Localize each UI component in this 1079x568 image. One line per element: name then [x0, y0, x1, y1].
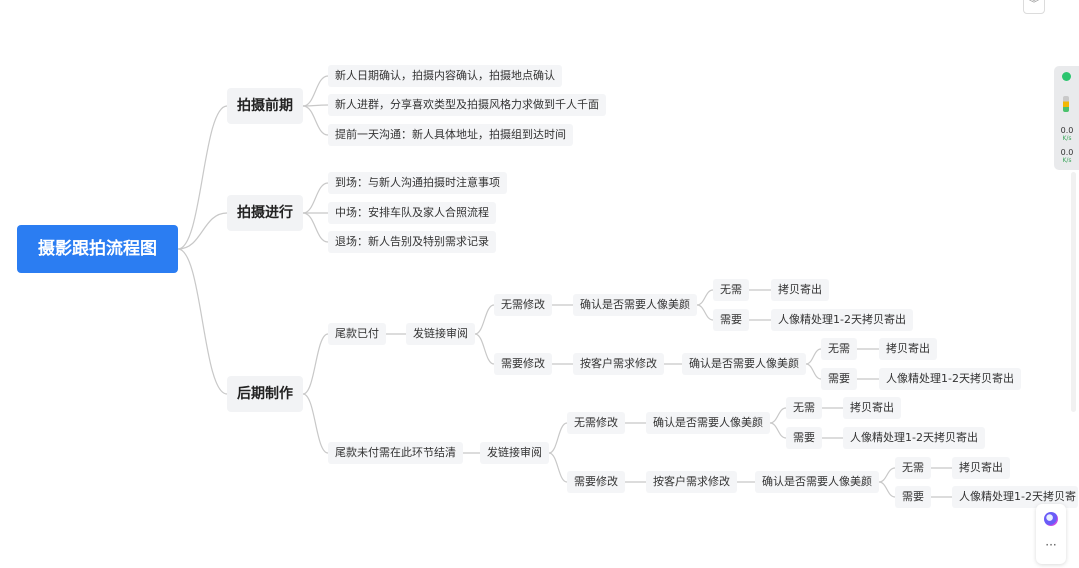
connector-line [878, 481, 896, 498]
shooting-item[interactable]: 退场：新人告别及特别需求记录 [328, 231, 496, 253]
connector-line [302, 182, 329, 214]
connector-line [302, 105, 329, 136]
unpaid-no-mod-confirm-node[interactable]: 确认是否需要人像美颜 [646, 412, 770, 434]
connector-line [805, 363, 822, 380]
unpaid-mod-yes-result[interactable]: 人像精处理1-2天拷贝寄 [952, 486, 1078, 508]
paid-mod-action-node[interactable]: 按客户需求修改 [573, 353, 664, 375]
paid-mod-confirm-node[interactable]: 确认是否需要人像美颜 [682, 353, 806, 375]
double-chevron-down-icon: ︾ [1029, 0, 1039, 10]
unpaid-mod-confirm-node[interactable]: 确认是否需要人像美颜 [755, 471, 879, 493]
pre-shoot-item[interactable]: 新人日期确认，拍摄内容确认，拍摄地点确认 [328, 65, 562, 87]
paid-mod-no-node[interactable]: 无需 [821, 338, 857, 360]
pre-shoot-item[interactable]: 提前一天沟通：新人具体地址，拍摄组到达时间 [328, 124, 573, 146]
shooting-item[interactable]: 到场：与新人沟通拍摄时注意事项 [328, 172, 507, 194]
connector-line [302, 393, 329, 454]
connector-line [696, 304, 714, 321]
floating-toolbar[interactable]: ··· [1036, 504, 1066, 564]
connector-line [805, 348, 822, 365]
unpaid-mod-no-result[interactable]: 拷贝寄出 [952, 457, 1010, 479]
connector-line [474, 333, 495, 365]
connector-line [177, 105, 228, 250]
shooting-item[interactable]: 中场：安排车队及家人合照流程 [328, 202, 496, 224]
connector-line [302, 75, 329, 107]
unpaid-mod-yes-node[interactable]: 需要 [895, 486, 931, 508]
unpaid-no-mod-no-node[interactable]: 无需 [786, 397, 822, 419]
paid-no-mod-no-result[interactable]: 拷贝寄出 [771, 279, 829, 301]
status-dot-icon [1062, 72, 1071, 81]
paid-no-mod-no-node[interactable]: 无需 [713, 279, 749, 301]
unpaid-mod-node[interactable]: 需要修改 [567, 471, 625, 493]
connector-line [474, 304, 495, 335]
connector-line [302, 212, 329, 243]
collapse-toggle-button[interactable]: ︾ [1023, 0, 1045, 14]
connector-line [696, 289, 714, 306]
branch-post-production[interactable]: 后期制作 [227, 376, 303, 412]
paid-no-mod-yes-result[interactable]: 人像精处理1-2天拷贝寄出 [771, 309, 913, 331]
connector-line [548, 452, 568, 483]
unpaid-no-mod-yes-node[interactable]: 需要 [786, 427, 822, 449]
connector-line [878, 467, 896, 483]
unpaid-no-mod-no-result[interactable]: 拷贝寄出 [843, 397, 901, 419]
connector-line [177, 248, 228, 395]
unpaid-mod-no-node[interactable]: 无需 [895, 457, 931, 479]
usage-bar-icon [1063, 96, 1069, 112]
paid-review-node[interactable]: 发链接审阅 [406, 323, 475, 345]
more-options-button[interactable]: ··· [1045, 538, 1057, 552]
unpaid-no-mod-yes-result[interactable]: 人像精处理1-2天拷贝寄出 [843, 427, 985, 449]
connector-line [548, 422, 568, 454]
paid-mod-node[interactable]: 需要修改 [494, 353, 552, 375]
connector-line [177, 212, 228, 250]
branch-pre-shoot[interactable]: 拍摄前期 [227, 88, 303, 124]
connector-line [769, 407, 787, 424]
connector-line [302, 333, 329, 395]
pre-shoot-item[interactable]: 新人进群，分享喜欢类型及拍摄风格力求做到千人千面 [328, 94, 606, 116]
unpaid-node[interactable]: 尾款未付需在此环节结清 [328, 442, 463, 464]
paid-mod-no-result[interactable]: 拷贝寄出 [879, 338, 937, 360]
unpaid-review-node[interactable]: 发链接审阅 [480, 442, 549, 464]
paid-no-mod-yes-node[interactable]: 需要 [713, 309, 749, 331]
vertical-scrollbar[interactable] [1071, 172, 1076, 412]
root-node[interactable]: 摄影跟拍流程图 [17, 225, 178, 273]
paid-no-mod-node[interactable]: 无需修改 [494, 294, 552, 316]
unpaid-mod-action-node[interactable]: 按客户需求修改 [646, 471, 737, 493]
branch-shooting[interactable]: 拍摄进行 [227, 195, 303, 231]
paid-node[interactable]: 尾款已付 [328, 323, 386, 345]
paid-no-mod-confirm-node[interactable]: 确认是否需要人像美颜 [573, 294, 697, 316]
ai-assistant-icon[interactable] [1044, 512, 1058, 526]
paid-mod-yes-node[interactable]: 需要 [821, 368, 857, 390]
unpaid-no-mod-node[interactable]: 无需修改 [567, 412, 625, 434]
paid-mod-yes-result[interactable]: 人像精处理1-2天拷贝寄出 [879, 368, 1021, 390]
connector-line [769, 422, 787, 439]
